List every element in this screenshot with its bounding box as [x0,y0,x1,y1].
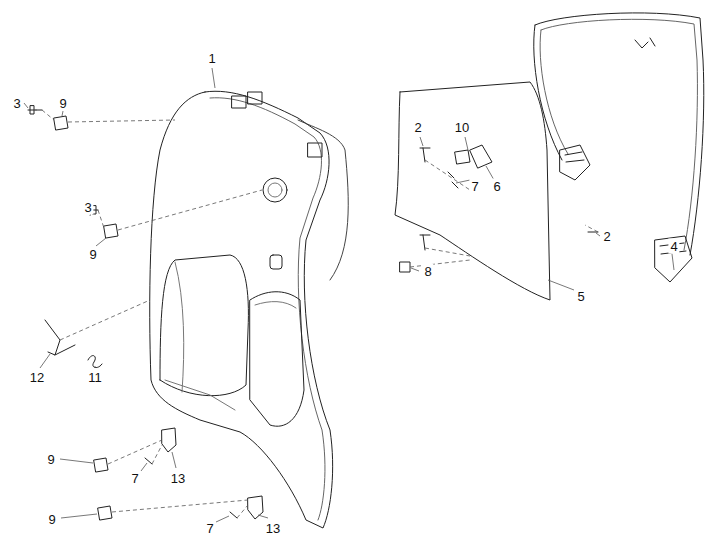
callout-number: 6 [491,179,502,194]
leg-shield [150,91,333,528]
callout-number: 8 [422,264,433,279]
callout-number: 2 [412,120,423,135]
callout-number: 9 [45,452,56,467]
callout-number: 7 [204,521,215,536]
callout-number: 13 [169,471,187,486]
callout-number: 9 [87,247,98,262]
callout-number: 4 [668,239,679,254]
callout-number: 5 [575,289,586,304]
callout-number: 9 [57,96,68,111]
callout-number: 9 [46,512,57,527]
callout-number: 12 [28,370,46,385]
windshield-frame [535,13,704,255]
callout-number: 7 [469,179,480,194]
windshield [395,82,550,300]
callout-number: 7 [129,471,140,486]
callout-number: 3 [82,200,93,215]
callout-number: 10 [453,120,471,135]
callout-number: 1 [206,51,217,66]
callout-number: 13 [264,521,282,536]
callout-number: 2 [601,229,612,244]
callout-number: 11 [86,370,104,385]
callout-number: 3 [11,96,22,111]
